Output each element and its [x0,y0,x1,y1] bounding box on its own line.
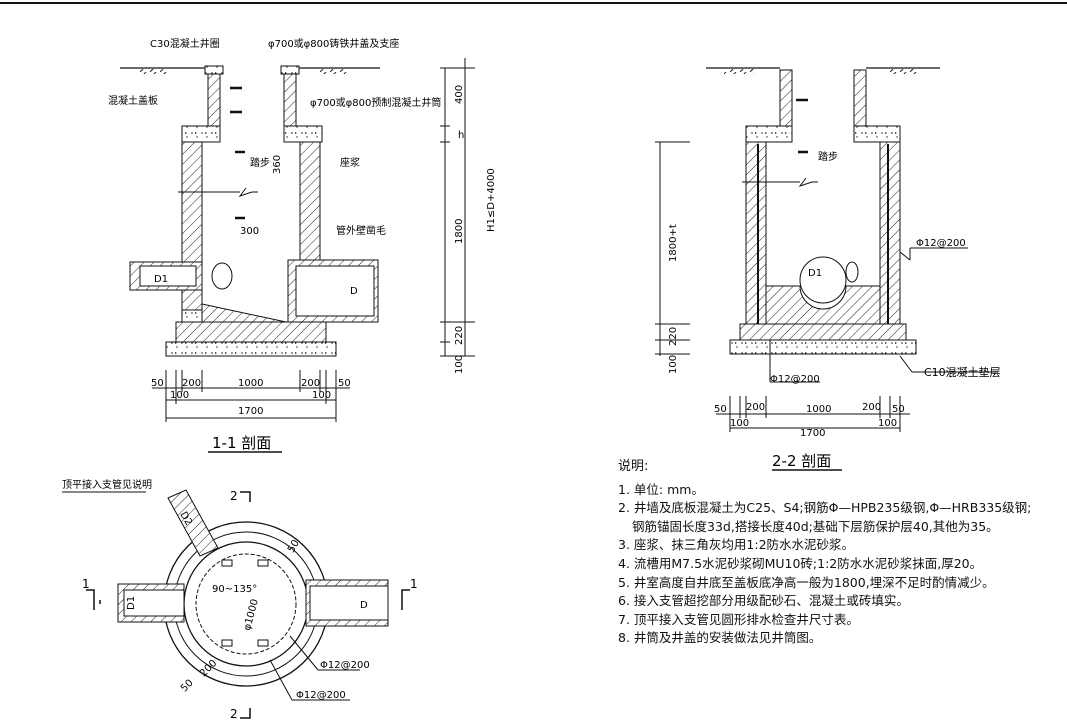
plan-label-angle: 90~135° [212,584,257,595]
s2-flow-channel [765,285,881,325]
note-item: 7. 顶平接入支管见圆形排水检查井尺寸表。 [618,611,859,627]
section2-title: 2-2 剖面 [772,452,831,470]
shaft-wall-right [283,69,297,127]
s2-dim-1800: 1800+t [668,224,679,262]
section-1-1: C30混凝土井圈 φ700或φ800铸铁井盖及支座 混凝土盖板 φ700或φ80… [108,37,497,453]
break-line [178,187,258,197]
label-cover-support: φ700或φ800铸铁井盖及支座 [268,37,399,50]
plan-label-d: D [360,600,368,611]
dim-300: 300 [240,226,259,237]
plan-label-dia: φ1000 [242,598,261,632]
dim-360: 360 [272,155,283,174]
chamber-wall-left [181,141,203,263]
label-pipe-in: D1 [154,274,168,285]
plan-mark-2-top: 2 [230,489,238,503]
c10-pad [165,341,337,357]
note-item: 4. 流槽用M7.5水泥砂浆砌MU10砖;1:2防水水泥砂浆抹面,厚20。 [618,555,983,571]
note-item: 8. 井筒及井盖的安装做法见井筒图。 [618,630,822,646]
s2-dim-220: 220 [668,327,679,346]
dim-220: 220 [454,326,465,345]
shaft-wall-left [207,69,221,127]
plan-label-50: 50 [286,538,302,555]
s2-c10-pad [729,339,917,355]
section-2-2: 踏步 Φ12@200 D1 Φ12@200 C10混凝土垫层 1800+t 22… [655,67,1001,471]
plan-note: 顶平接入支管见说明 [62,478,152,491]
s2-label-rebar2: Φ12@200 [770,374,820,385]
dim-400: 400 [454,85,465,104]
label-pipe-out: D [350,286,358,297]
s2-label-rebar: Φ12@200 [916,238,966,249]
note-item: 钢筋锚固长度33d,搭接长度40d;基础下层筋保护层40,其他为35。 [632,518,999,534]
inlet-pipe-opening [211,262,233,290]
plan-view: 顶平接入支管见说明 2 2 1 1 D2 D1 D φ1000 90~135° … [62,478,418,721]
plan-outer-circle [163,521,329,687]
note-item: 3. 座浆、抹三角灰均用1:2防水水泥砂浆。 [618,537,855,553]
dim-50: 50 [151,378,164,389]
dim-1000: 1000 [238,378,263,389]
s2-label-pipe: D1 [808,268,822,279]
plan-label-d1: D1 [126,596,137,610]
s2-label-step: 踏步 [818,150,838,163]
note-item: 2. 井墙及底板混凝土为C25、S4;钢筋Φ—HPB235级钢,Φ—HRB335… [618,500,1032,516]
s2-dim-200: 200 [746,402,765,413]
s2-wall-right [879,141,901,325]
label-step: 踏步 [250,156,270,169]
label-slab: 混凝土盖板 [108,94,158,107]
flow-channel [201,303,287,323]
soil-mark [318,69,348,74]
base-slab [175,321,327,343]
s2-dim-100: 100 [730,418,749,429]
plan-label-200: 200 [198,658,219,679]
c30-ring [280,65,300,75]
plan-label-50b: 50 [179,678,196,695]
dim-200: 200 [182,378,201,389]
s2-dim-100: 100 [878,418,897,429]
dim-200: 200 [301,378,320,389]
dim-100: 100 [312,390,331,401]
notes-block: 说明: 1. 单位: mm。 2. 井墙及底板混凝土为C25、S4;钢筋Φ—HP… [618,458,1063,648]
s2-dim-200: 200 [862,402,881,413]
s2-dim-100: 100 [668,355,679,374]
plan-mark-1-left: 1 [82,577,90,591]
cover-slab-left [181,125,221,143]
label-c30-ring: C30混凝土井圈 [150,37,220,50]
dim-total-height: H1≤D+4000 [486,168,497,232]
dim-100: 100 [454,355,465,374]
dim-100: 100 [170,390,189,401]
s2-label-pad: C10混凝土垫层 [924,365,1001,379]
plan-label-rebar2: Φ12@200 [296,690,346,701]
chamber-wall-right [299,141,321,261]
s2-dim-50: 50 [714,404,727,415]
dim-50: 50 [338,378,351,389]
s2-dim-50: 50 [892,404,905,415]
plan-label-rebar1: Φ12@200 [320,660,370,671]
plan-mark-1-right: 1 [410,577,418,591]
plan-mark-2-bottom: 2 [230,707,238,721]
label-precast-shaft: φ700或φ800预制混凝土井筒 [310,96,441,109]
s2-dim-1700: 1700 [800,428,825,439]
soil-mark [138,69,168,74]
label-mortar-bed: 座浆 [340,156,360,169]
notes-heading: 说明: [618,459,649,474]
note-item: 6. 接入支管超挖部分用级配砂石、混凝土或砖填实。 [618,593,909,609]
s2-wall-left [745,141,767,325]
section1-title: 1-1 剖面 [212,434,271,452]
c30-ring [204,65,224,75]
dim-1700: 1700 [238,406,263,417]
note-item: 1. 单位: mm。 [618,481,704,497]
note-item: 5. 井室高度自井底至盖板底净高一般为1800,埋深不足时酌情减少。 [618,574,995,590]
s2-pipe-circle [799,256,847,304]
label-pipe-rough: 管外壁凿毛 [336,224,386,237]
dim-h: h [458,130,464,141]
s2-dim-1000: 1000 [806,404,831,415]
plan-pipe-branch [167,489,219,557]
cover-slab-right [283,125,323,143]
dim-1800: 1800 [454,219,465,244]
